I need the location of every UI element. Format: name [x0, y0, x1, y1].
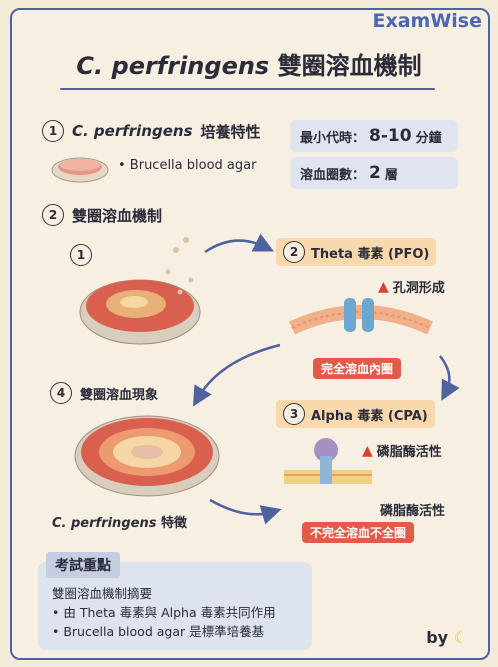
- byline-text: by: [426, 628, 449, 647]
- exam-key-points-box: 考試重點 雙圈溶血機制摘要 • 由 Theta 毒素與 Alpha 毒素共同作用…: [38, 552, 312, 650]
- theta-warning-label: 孔洞形成: [392, 281, 445, 296]
- double-zone-hemolysis-plate-illustration: [74, 415, 220, 497]
- step2-theta-toxin-tag: 2 Theta 毒素 (PFO): [276, 238, 437, 266]
- culture-medium-text: • Brucella blood agar: [118, 158, 257, 173]
- section1-label: 培養特性: [200, 122, 261, 141]
- alpha-warning-label: 磷脂酶活性: [376, 445, 442, 460]
- step3-number: 3: [283, 403, 305, 425]
- page-title: C. perfringens 雙圈溶血機制: [0, 46, 498, 81]
- theta-warning: ▲ 孔洞形成: [378, 277, 445, 297]
- exam-line: • 由 Theta 毒素與 Alpha 毒素共同作用: [52, 605, 276, 620]
- title-italic: C. perfringens: [76, 52, 270, 80]
- title-rest: 雙圈溶血機制: [277, 52, 422, 80]
- feature-label: 特徵: [160, 516, 187, 531]
- section2-heading: 2 雙圈溶血機制: [42, 204, 162, 226]
- stat-label: 溶血圈數：: [300, 167, 366, 183]
- exam-line: 雙圈溶血機制摘要: [52, 586, 153, 601]
- step2-label: Theta 毒素 (PFO): [311, 246, 430, 262]
- stat-generation-time: 最小代時： 8-10 分鐘: [290, 120, 458, 152]
- exam-line: • Brucella blood agar 是標準培養基: [52, 624, 265, 639]
- title-underline: [60, 88, 435, 90]
- step2-number: 2: [283, 241, 305, 263]
- stat-hemolysis-rings: 溶血圈數： 2 層: [290, 157, 458, 189]
- section2-number: 2: [42, 204, 64, 226]
- step3-alpha-toxin-tag: 3 Alpha 毒素 (CPA): [276, 400, 435, 428]
- stat-label: 最小代時：: [300, 130, 366, 146]
- section2-label: 雙圈溶血機制: [72, 206, 163, 225]
- alpha-warning: ▲ 磷脂酶活性: [362, 441, 442, 461]
- step4-label: 雙圈溶血現象: [80, 387, 159, 403]
- feature-italic: C. perfringens: [52, 516, 157, 531]
- stat-value: 2: [369, 163, 381, 183]
- incomplete-hemolysis-tag: 不完全溶血不全圈: [302, 522, 415, 543]
- membrane-pore-illustration: [289, 298, 433, 335]
- infographic-card: [10, 8, 490, 660]
- step4-heading: 4 雙圈溶血現象: [50, 382, 158, 404]
- exam-heading: 考試重點: [46, 552, 120, 578]
- phospholipase-enzyme-illustration: [284, 438, 372, 484]
- section1-number: 1: [42, 120, 64, 142]
- warning-icon: ▲: [362, 442, 373, 459]
- exam-lines: 雙圈溶血機制摘要 • 由 Theta 毒素與 Alpha 毒素共同作用 • Br…: [52, 584, 276, 641]
- section1-italic: C. perfringens: [72, 122, 193, 140]
- step1-number: 1: [70, 244, 92, 266]
- byline: by ☾: [426, 628, 468, 647]
- stat-unit: 分鐘: [415, 130, 442, 146]
- step3-label: Alpha 毒素 (CPA): [311, 408, 428, 424]
- stat-unit: 層: [384, 167, 398, 183]
- brand-logo: ExamWise: [372, 10, 482, 32]
- petri-dish-icon: [51, 157, 109, 183]
- warning-icon: ▲: [378, 278, 389, 295]
- cp-feature-label: C. perfringens 特徵: [52, 512, 187, 531]
- bacteria-culture-plate-illustration: [79, 237, 201, 345]
- stat-value: 8-10: [369, 126, 412, 146]
- section1-heading: 1 C. perfringens 培養特性: [42, 120, 261, 142]
- step4-number: 4: [50, 382, 72, 404]
- banana-icon: ☾: [453, 628, 468, 647]
- alpha-second-label: 磷脂酶活性: [380, 504, 446, 519]
- complete-hemolysis-tag: 完全溶血內圈: [313, 358, 402, 379]
